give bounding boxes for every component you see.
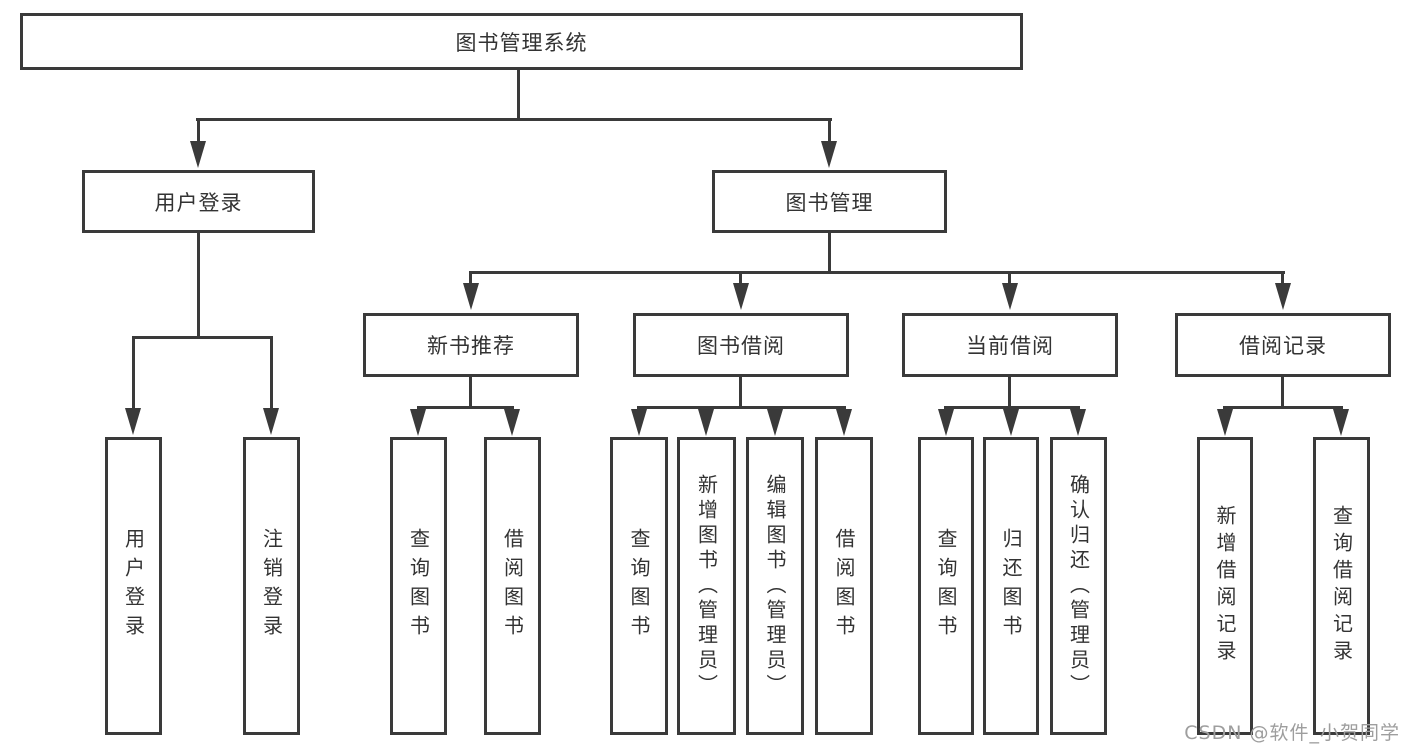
leaf-query-book-2: 查询图书 (610, 437, 668, 735)
connector-line (270, 339, 273, 409)
leaf-logout: 注销登录 (243, 437, 300, 735)
arrow-down-icon (1333, 409, 1349, 436)
arrow-down-icon (125, 408, 141, 435)
connector-line (637, 406, 846, 409)
connector-line (197, 121, 200, 143)
connector-line (739, 274, 742, 284)
arrow-down-icon (631, 409, 647, 436)
arrow-down-icon (698, 409, 714, 436)
connector-line (517, 70, 520, 118)
arrow-down-icon (767, 409, 783, 436)
connector-line (828, 233, 831, 271)
leaf-query-borrow-record: 查询借阅记录 (1313, 437, 1370, 735)
arrow-down-icon (836, 409, 852, 436)
node-root: 图书管理系统 (20, 13, 1023, 70)
connector-line (417, 406, 514, 409)
arrow-down-icon (190, 141, 206, 168)
node-user-login: 用户登录 (82, 170, 315, 233)
connector-line (132, 336, 273, 339)
node-book-borrow: 图书借阅 (633, 313, 849, 377)
leaf-add-book-admin: 新增图书（管理员） (677, 437, 736, 735)
arrow-down-icon (504, 409, 520, 436)
connector-line (739, 377, 742, 406)
leaf-borrow-book-1: 借阅图书 (484, 437, 541, 735)
connector-line (1008, 377, 1011, 406)
connector-line (1281, 377, 1284, 406)
leaf-add-borrow-record: 新增借阅记录 (1197, 437, 1253, 735)
arrow-down-icon (263, 408, 279, 435)
connector-line (469, 377, 472, 406)
arrow-down-icon (733, 283, 749, 310)
connector-line (1223, 406, 1343, 409)
leaf-query-book-1: 查询图书 (390, 437, 447, 735)
arrow-down-icon (1217, 409, 1233, 436)
connector-line (469, 271, 1285, 274)
node-current-borrow: 当前借阅 (902, 313, 1118, 377)
arrow-down-icon (1002, 283, 1018, 310)
connector-line (1008, 274, 1011, 284)
connector-line (1281, 274, 1284, 284)
arrow-down-icon (1070, 409, 1086, 436)
leaf-return-book: 归还图书 (983, 437, 1039, 735)
node-new-book-recommend: 新书推荐 (363, 313, 579, 377)
leaf-confirm-return-admin: 确认归还（管理员） (1050, 437, 1107, 735)
connector-line (197, 233, 200, 336)
leaf-edit-book-admin: 编辑图书（管理员） (746, 437, 804, 735)
connector-line (944, 406, 1080, 409)
csdn-watermark: CSDN @软件_小贺同学 (1184, 722, 1400, 744)
connector-line (132, 339, 135, 409)
arrow-down-icon (1275, 283, 1291, 310)
connector-line (196, 118, 832, 121)
connector-line (469, 274, 472, 284)
node-book-management: 图书管理 (712, 170, 947, 233)
arrow-down-icon (938, 409, 954, 436)
arrow-down-icon (463, 283, 479, 310)
arrow-down-icon (1003, 409, 1019, 436)
arrow-down-icon (410, 409, 426, 436)
leaf-user-login: 用户登录 (105, 437, 162, 735)
connector-line (828, 121, 831, 143)
node-borrow-record: 借阅记录 (1175, 313, 1391, 377)
leaf-borrow-book-2: 借阅图书 (815, 437, 873, 735)
leaf-query-book-3: 查询图书 (918, 437, 974, 735)
arrow-down-icon (821, 141, 837, 168)
